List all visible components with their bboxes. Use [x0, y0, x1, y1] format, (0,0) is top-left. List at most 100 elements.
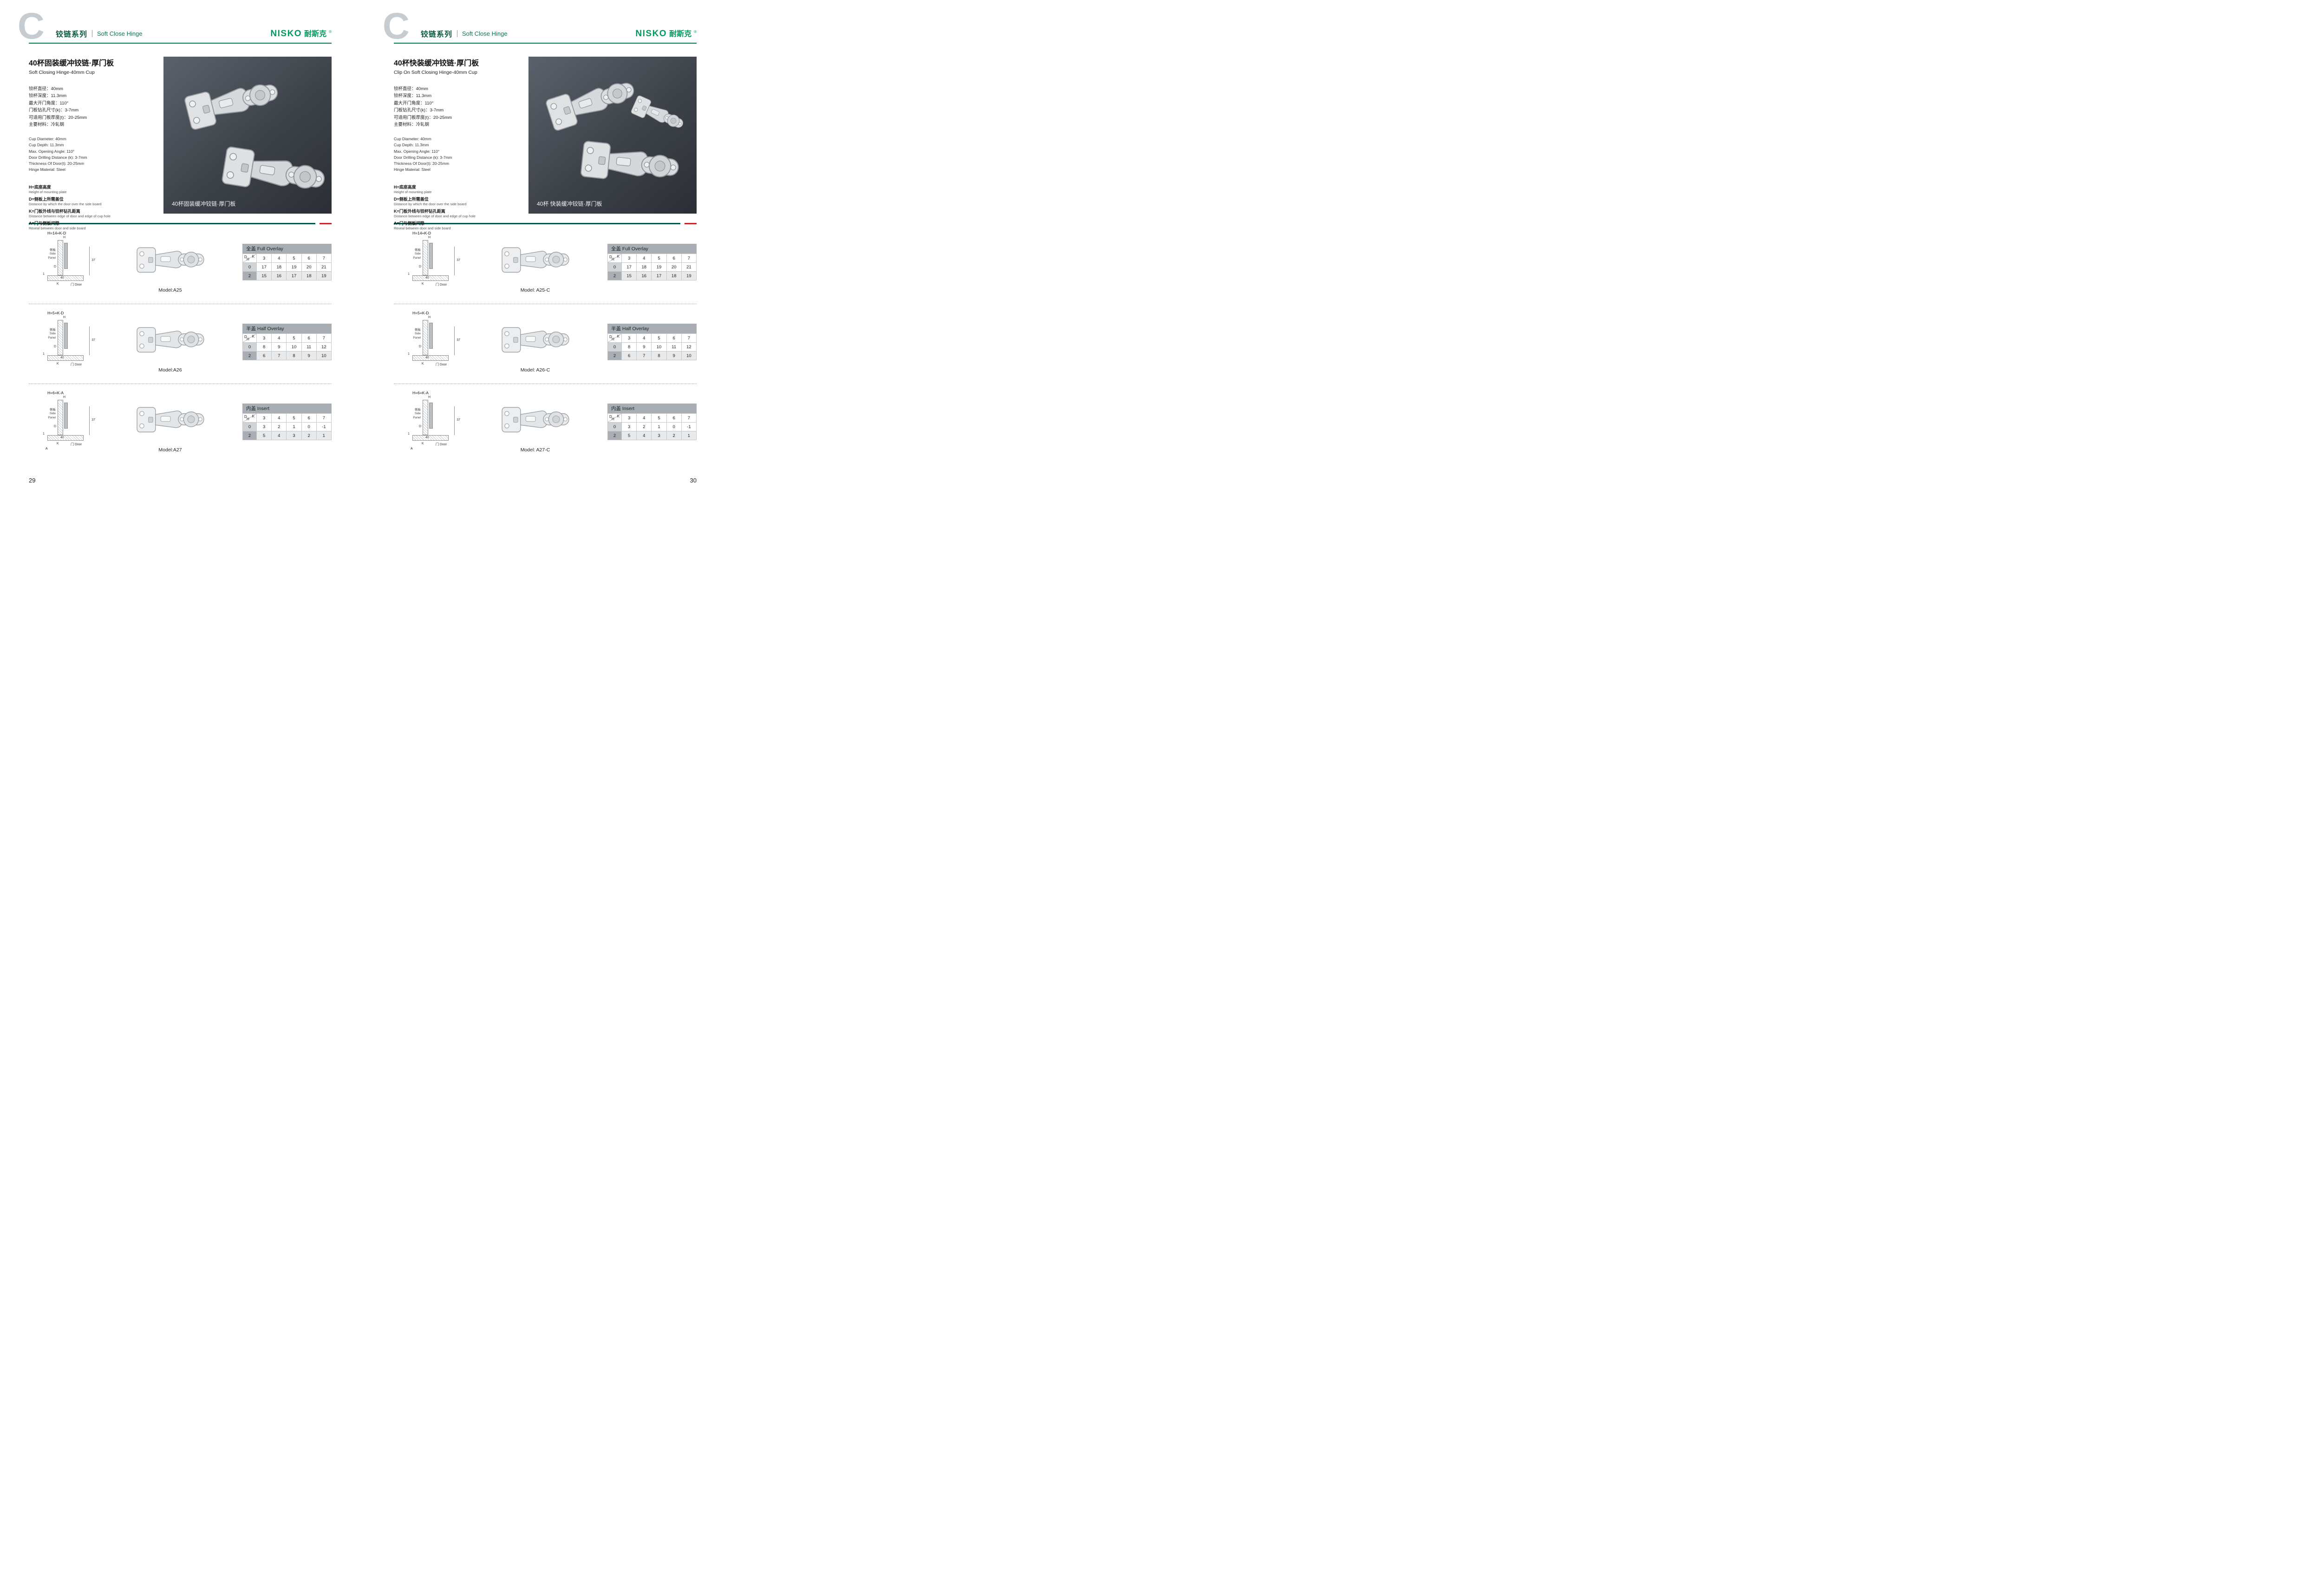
- spec-line: 可适用门板厚度(t)：20-25mm: [394, 115, 452, 120]
- dim-h-label: H: [428, 316, 431, 319]
- product-intro-section: 40杯快装缓冲铰链·厚门板 Clip On Soft Closing Hinge…: [394, 57, 697, 230]
- mounting-plate-shape: [429, 243, 433, 269]
- k-header-cell: 7: [316, 254, 332, 263]
- dim-1-label: 1: [408, 352, 410, 356]
- table-value-cell: 10: [681, 352, 697, 360]
- page-number: 29: [29, 477, 36, 484]
- table-value-cell: 2: [301, 431, 317, 440]
- dim-d-label: D: [419, 265, 422, 268]
- dim-d-label: D: [54, 425, 57, 428]
- mounting-plate-shape: [64, 323, 68, 349]
- section-divider: [29, 223, 332, 224]
- h-row-header: 2: [243, 352, 257, 360]
- spec-line: 铰杯直径：40mm: [29, 86, 63, 91]
- mounting-plate-shape: [64, 243, 68, 269]
- table-value-cell: 11: [666, 343, 682, 352]
- series-name-cn: 铰链系列: [421, 31, 453, 39]
- dim-37-line: [89, 326, 90, 355]
- side-panel-shape: [423, 320, 428, 355]
- door-label: 门 Door: [71, 363, 82, 366]
- h-row-header: 2: [243, 272, 257, 280]
- dim-40-label: 40: [59, 276, 65, 280]
- divider-gap: [680, 223, 685, 224]
- table-value-cell: 1: [681, 431, 697, 440]
- table-value-cell: -1: [681, 423, 697, 431]
- diagram-formula: H=14+K-D: [47, 231, 66, 235]
- table-value-cell: 5: [622, 431, 637, 440]
- table-value-cell: 9: [666, 352, 682, 360]
- side-panel-label-line: 侧板: [50, 408, 56, 411]
- side-panel-label-line: Panel: [413, 416, 421, 419]
- corner-h-label: H: [247, 417, 249, 421]
- page-number: 30: [690, 477, 697, 484]
- dim-37-label: 37: [91, 418, 95, 422]
- table-value-cell: 8: [287, 352, 302, 360]
- product-info: 40杯快装缓冲铰链·厚门板 Clip On Soft Closing Hinge…: [394, 57, 523, 230]
- side-panel-label-line: 侧板: [415, 328, 421, 332]
- corner-h-label: H: [612, 337, 614, 341]
- table-value-cell: 0: [666, 423, 682, 431]
- spec-line: Cup Depth: 11.3mm: [394, 143, 429, 148]
- dim-k-label: K: [57, 362, 59, 365]
- table-value-cell: 8: [652, 352, 667, 360]
- k-header-cell: 6: [666, 334, 682, 343]
- legend-label-en: Distance between edge of door and edge o…: [29, 214, 111, 219]
- divider-gap: [315, 223, 320, 224]
- corner-k-label: K: [617, 414, 620, 418]
- dim-37-line: [89, 247, 90, 275]
- spec-line: 门板钻孔尺寸(k)：3-7mm: [394, 108, 444, 113]
- diagram-formula: H=5+K-D: [412, 311, 429, 315]
- k-header-cell: 7: [316, 414, 332, 423]
- spec-line: Max. Opening Angle: 110°: [394, 149, 440, 154]
- dim-h-label: H: [428, 236, 431, 239]
- spec-line: 主要材料：冷轧钢: [29, 122, 65, 127]
- k-header-cell: 5: [287, 254, 302, 263]
- model-label: Model: A26-C: [520, 367, 550, 373]
- brand-logo-latin: NISKO: [270, 29, 302, 39]
- table-value-cell: 3: [652, 431, 667, 440]
- hinge-photo-art: [545, 73, 687, 187]
- door-shape: [412, 355, 449, 361]
- table-value-cell: 16: [637, 272, 652, 280]
- k-header-cell: 3: [622, 414, 637, 423]
- k-header-cell: 5: [652, 254, 667, 263]
- table-title: 内盖 Insert: [607, 404, 697, 413]
- product-info: 40杯固装缓冲铰链·厚门板 Soft Closing Hinge-40mm Cu…: [29, 57, 158, 230]
- photo-caption: 40杯固装缓冲铰链·厚门板: [172, 201, 236, 207]
- table-value-cell: 16: [272, 272, 287, 280]
- hinge-column: Model:A26: [98, 311, 242, 373]
- k-header-cell: 6: [301, 254, 317, 263]
- table-value-cell: 18: [272, 263, 287, 272]
- door-label: 门 Door: [71, 283, 82, 287]
- legend-label-en: Height of mounting plate: [29, 190, 67, 195]
- product-title-cn: 40杯快装缓冲铰链·厚门板: [394, 59, 479, 67]
- k-header-cell: 3: [622, 334, 637, 343]
- series-title: 铰链系列 Soft Close Hinge: [56, 28, 143, 39]
- side-panel-shape: [58, 320, 63, 355]
- table-value-cell: 8: [257, 343, 272, 352]
- spec-line: 最大开门角度：110°: [394, 100, 434, 106]
- mounting-plate-shape: [64, 403, 68, 429]
- corner-h-label: H: [612, 257, 614, 261]
- hinge-photo-art: [183, 74, 327, 200]
- door-label: 门 Door: [436, 443, 447, 446]
- side-panel-label-line: 侧板: [50, 248, 56, 252]
- spec-line: Door Drilling Distance (k): 3-7mm: [29, 155, 87, 160]
- table-value-cell: 21: [681, 263, 697, 272]
- spec-line: Hinge Material: Steel: [394, 167, 430, 172]
- corner-k-label: K: [252, 254, 254, 259]
- table-value-cell: 3: [287, 431, 302, 440]
- k-header-cell: 5: [652, 334, 667, 343]
